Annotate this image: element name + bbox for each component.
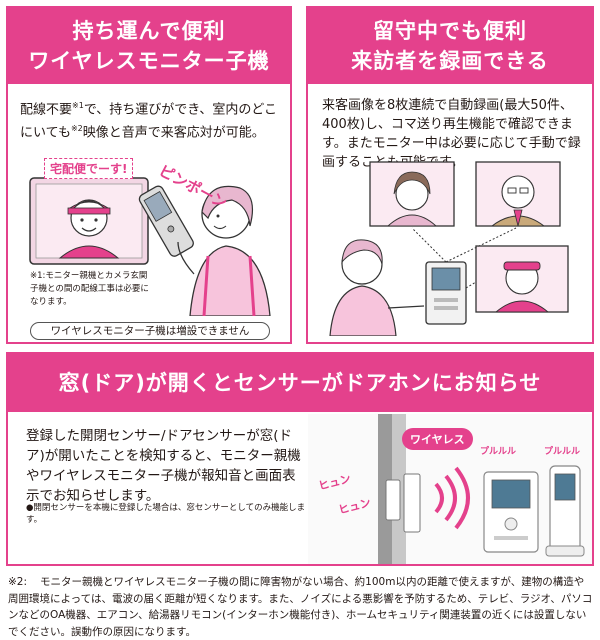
panel1-notice: ワイヤレスモニター子機は増設できません (30, 322, 270, 340)
ring-label-handset: プルルル (544, 447, 581, 457)
panel2-header: 留守中でも便利 来訪者を録画できる (308, 8, 592, 84)
panel-wireless-handset: 持ち運んで便利 ワイヤレスモニター子機 配線不要※1で、持ち運びができ、室内のど… (6, 6, 292, 344)
panel1-title-line2: ワイヤレスモニター子機 (28, 49, 270, 73)
panel3-header: 窓(ドア)が開くとセンサーがドアホンにお知らせ (8, 354, 592, 412)
panel1-note: ※1:モニター親機とカメラ玄関子機との間の配線工事は必要になります。 (30, 271, 149, 307)
ring-label-monitor: プルルル (480, 447, 517, 457)
delivery-callout: 宅配便でーす! (44, 158, 134, 179)
thumbnail-woman (369, 161, 455, 227)
footnote: ※2:モニター親機とワイヤレスモニター子機の間に障害物がない場合、約100m以内… (8, 574, 594, 640)
monitor-device (425, 261, 467, 325)
panel1-body-b: で、持ち運びができ、室内のどこにいても (20, 102, 277, 141)
panel2-title-line2: 来訪者を録画できる (351, 49, 549, 73)
wireless-label: ワイヤレス (402, 428, 473, 450)
sensor-illustration: ワイヤレス プルルル プルルル ヒュン ヒュン (308, 414, 592, 564)
sensor-scene (308, 414, 592, 564)
panel-recording: 留守中でも便利 来訪者を録画できる 来客画像を8枚連続で自動録画(最大50件、4… (306, 6, 594, 344)
panel1-title-line1: 持ち運んで便利 (72, 19, 226, 43)
panel-sensor: 窓(ドア)が開くとセンサーがドアホンにお知らせ 登録した開閉センサー/ドアセンサ… (6, 352, 594, 566)
handset-illustration (29, 177, 271, 316)
panel1-body: 配線不要※1で、持ち運びができ、室内のどこにいても※2映像と音声で来客応対が可能… (20, 96, 282, 143)
panel3-note: ●開閉センサーを本機に登録した場合は、窓センサーとしてのみ機能します。 (26, 503, 306, 525)
panel1-header: 持ち運んで便利 ワイヤレスモニター子機 (8, 8, 290, 84)
panel1-body-c: 映像と音声で来客応対が可能。 (82, 125, 265, 141)
panel3-body: 登録した開閉センサー/ドアセンサーが窓(ドア)が開いたことを検知すると、モニター… (26, 428, 301, 504)
panel2-body: 来客画像を8枚連続で自動録画(最大50件、400枚)し、コマ送り再生機能で確認で… (322, 98, 581, 170)
panel2-title-line1: 留守中でも便利 (373, 19, 527, 43)
thumbnail-delivery (475, 245, 569, 313)
recording-illustration (329, 161, 569, 336)
panel1-body-a: 配線不要 (20, 102, 73, 118)
thumbnail-man (475, 161, 561, 227)
footnote-ref-2: ※2 (70, 124, 83, 134)
footnote-ref-1: ※1 (72, 101, 84, 110)
footnote-mark: ※2: (8, 576, 28, 588)
footnote-text: モニター親機とワイヤレスモニター子機の間に障害物がない場合、約100m以内の距離… (8, 576, 593, 638)
